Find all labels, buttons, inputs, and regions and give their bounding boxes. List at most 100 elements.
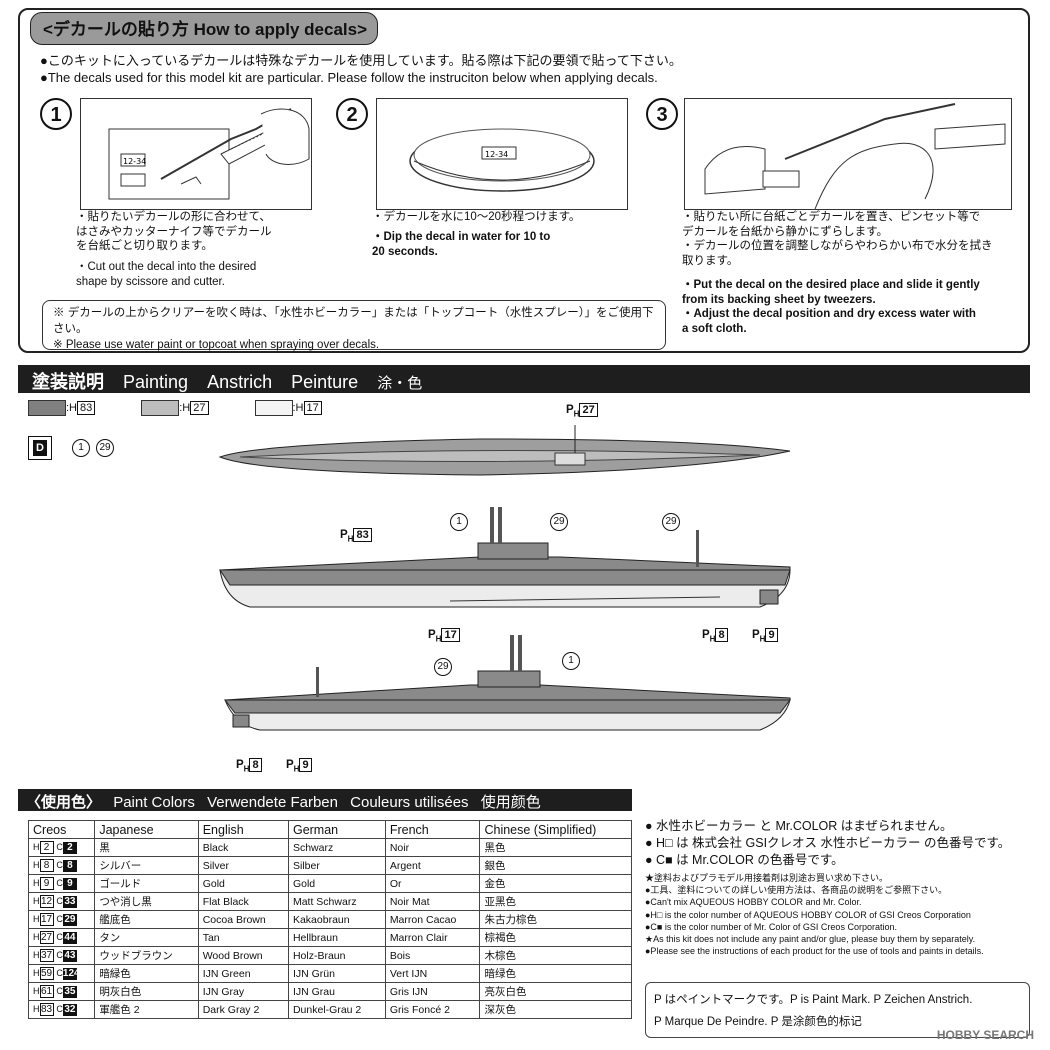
cell-creos: H61 C35 [27, 982, 96, 1001]
cell-english: Gold [197, 874, 289, 893]
submarine-side-view-1 [219, 507, 791, 608]
step-3-number: 3 [646, 98, 678, 130]
painting-cn: 涂・色 [377, 375, 423, 392]
cutting-decal-illustration: 12-34 [108, 108, 310, 200]
paint-colors-table: Creos Japanese English German French Chi… [27, 820, 632, 1019]
step-2-text-en: ・Dip the decal in water for 10 to 20 sec… [372, 231, 551, 258]
decal-callout-29-flag: 29 [662, 513, 680, 531]
cell-french: Noir Mat [384, 892, 481, 911]
col-creos: Creos [27, 820, 96, 839]
decal-section-title: <デカールの貼り方 How to apply decals> [30, 12, 379, 45]
decal-sample-text: 12-34 [123, 157, 146, 166]
cell-creos: H59 C124 [27, 964, 96, 983]
cell-french: Or [384, 874, 481, 893]
step-2-illustration: 12-34 [376, 98, 628, 210]
cell-chinese: 亚黑色 [479, 892, 632, 911]
decal-callout-1-b: 1 [562, 652, 580, 670]
intro-english: ●The decals used for this model kit are … [40, 70, 658, 85]
cell-japanese: つや消し黒 [94, 892, 199, 911]
swatch-cocoa-brown [254, 400, 293, 416]
cell-creos: H37 C43 [27, 946, 96, 965]
cell-chinese: 黑色 [479, 838, 632, 857]
step-2-text-jp: ・デカールを水に10〜20秒程つけます。 [372, 211, 581, 223]
cell-german: Hellbraun [287, 928, 386, 947]
cell-creos: H83 C32 [27, 1000, 96, 1019]
cell-japanese: 黒 [94, 838, 199, 857]
cell-french: Noir [384, 838, 481, 857]
painting-de: Anstrich [207, 372, 273, 392]
cell-english: Silver [197, 856, 289, 875]
intro-japanese: ●このキットに入っているデカールは特殊なデカールを使用しています。貼る際は下記の… [40, 53, 682, 68]
cell-japanese: ゴールド [94, 874, 199, 893]
cell-french: Argent [384, 856, 481, 875]
note-line-1: ● 水性ホビーカラー と Mr.COLOR はまぜられません。 [645, 819, 953, 833]
cell-chinese: 木棕色 [479, 946, 632, 965]
cell-german: Schwarz [287, 838, 386, 857]
table-header-row: Creos Japanese English German French Chi… [27, 820, 632, 839]
cell-german: IJN Grau [287, 982, 386, 1001]
cell-japanese: タン [94, 928, 199, 947]
cell-creos: H17 C29 [27, 910, 96, 929]
cell-japanese: 明灰白色 [94, 982, 199, 1001]
cell-japanese: 軍艦色 2 [94, 1000, 199, 1019]
submarine-top-view [218, 425, 791, 476]
cell-german: IJN Grün [287, 964, 386, 983]
paint-mark-box: P はペイントマークです。P is Paint Mark. P Zeichen … [645, 982, 1030, 1038]
decal-ref-1: 1 [72, 439, 90, 457]
cell-chinese: 銀色 [479, 856, 632, 875]
cell-japanese: 暗緑色 [94, 964, 199, 983]
step-2-number: 2 [336, 98, 368, 130]
paint-colors-header: 〈使用色〉 Paint Colors Verwendete Farben Cou… [18, 789, 632, 811]
cell-german: Kakaobraun [287, 910, 386, 929]
col-japanese: Japanese [94, 820, 199, 839]
cell-french: Marron Clair [384, 928, 481, 947]
submarine-drawings [218, 425, 792, 731]
cell-japanese: シルバー [94, 856, 199, 875]
swatch-tan [141, 400, 180, 416]
cell-english: Black [197, 838, 289, 857]
cell-french: Vert IJN [384, 964, 481, 983]
note-line-2: ● H□ は 株式会社 GSIクレオス 水性ホビーカラー の色番号です。 [645, 836, 1011, 850]
step-1-text-en: ・Cut out the decal into the desired shap… [76, 261, 257, 288]
note-line-3: ● C■ は Mr.COLOR の色番号です。 [645, 853, 844, 867]
cell-chinese: 亮灰白色 [479, 982, 632, 1001]
step-3-text-jp: ・貼りたい所に台紙ごとデカールを置き、ピンセット等で デカールを台紙から静かにず… [682, 211, 993, 267]
decal-sheet-icon: D [28, 436, 52, 460]
color-notes: ● 水性ホビーカラー と Mr.COLOR はまぜられません。 ● H□ は 株… [645, 818, 1030, 869]
small-notes: ★塗料およびプラモデル用接着剤は別途お買い求め下さい。 ●工具、塗料についての詳… [645, 873, 984, 957]
cell-chinese: 朱古力棕色 [479, 910, 632, 929]
col-english: English [197, 820, 289, 839]
decal-callout-29: 29 [550, 513, 568, 531]
cell-english: Wood Brown [197, 946, 289, 965]
step-1-illustration: 12-34 [80, 98, 312, 210]
col-german: German [287, 820, 386, 839]
cell-chinese: 深灰色 [479, 1000, 632, 1019]
swatch-dark-gray [28, 400, 66, 416]
cell-english: Flat Black [197, 892, 289, 911]
painting-jp: 塗装説明 [32, 372, 104, 392]
decal-callout-1: 1 [450, 513, 468, 531]
cell-chinese: 金色 [479, 874, 632, 893]
cell-german: Dunkel-Grau 2 [287, 1000, 386, 1019]
cell-english: Dark Gray 2 [197, 1000, 289, 1019]
step-3-illustration [684, 98, 1012, 210]
tweezers-illustration [704, 103, 1006, 210]
cell-french: Gris Foncé 2 [384, 1000, 481, 1019]
decal-ref-29: 29 [96, 439, 114, 457]
decal-reference: D 1 29 [28, 436, 114, 460]
cell-english: IJN Green [197, 964, 289, 983]
